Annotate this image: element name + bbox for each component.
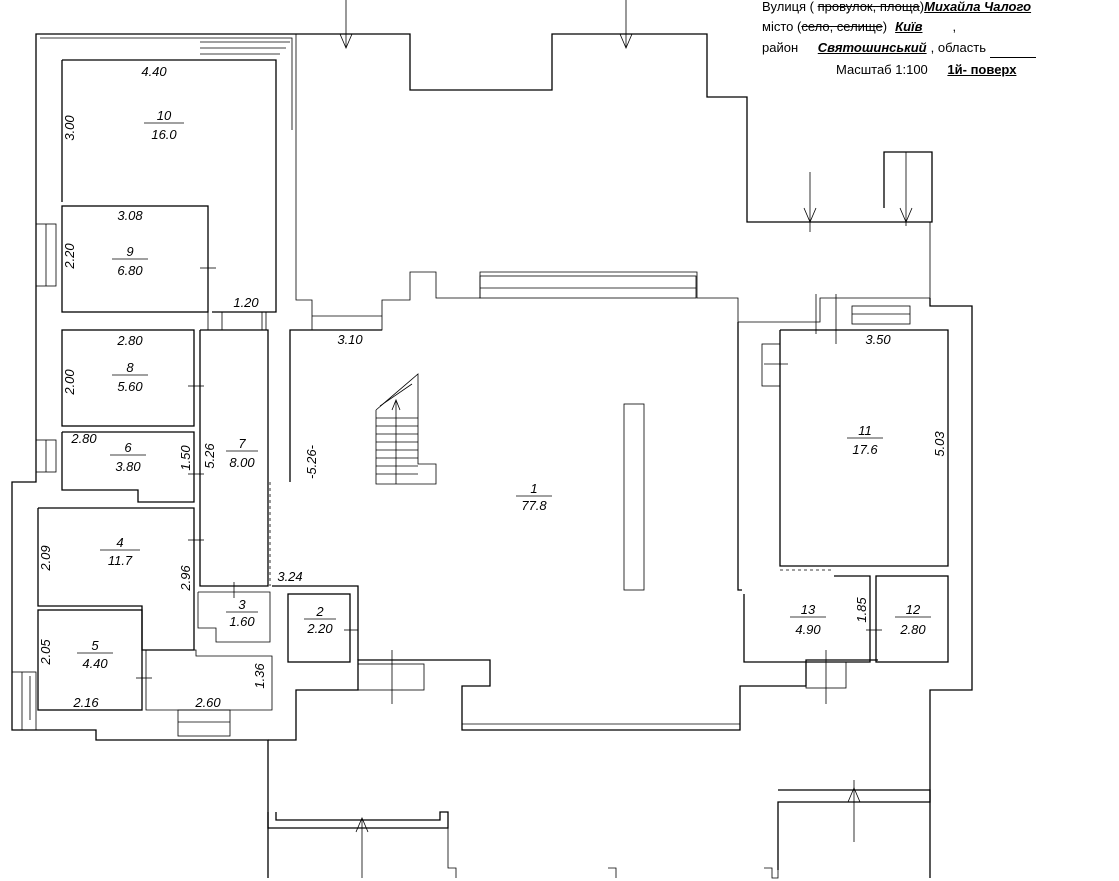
room-area: 3.80	[115, 459, 141, 474]
room-area: 4.90	[795, 622, 821, 637]
room-area: 11.7	[108, 553, 133, 568]
street-value: Михайла Чалого	[924, 0, 1032, 14]
room-label-3: 31.60	[226, 597, 258, 629]
room-number: 11	[858, 423, 872, 438]
city-line: місто (село, селище) Київ,	[762, 17, 956, 37]
dim-r6-width: 2.80	[70, 431, 97, 446]
openings	[11, 0, 913, 878]
street-close: )	[919, 0, 925, 14]
district-label: район	[762, 40, 799, 55]
dim-r4-width: 2.96	[178, 565, 193, 592]
room-area: 17.6	[852, 442, 878, 457]
room-area: 2.80	[899, 622, 926, 637]
street-label: Вулиця (	[762, 0, 815, 14]
room-walls	[37, 59, 949, 711]
room-area: 16.0	[151, 127, 177, 142]
dim-r10-width: 4.40	[141, 64, 167, 79]
exterior-walls	[11, 33, 973, 879]
city-value: Київ	[895, 19, 923, 34]
room-label-5: 54.40	[77, 638, 113, 671]
room-number: 1	[530, 481, 537, 496]
dim-r10-height: 3.00	[62, 115, 77, 141]
city-comma: ,	[952, 19, 957, 34]
room-number: 2	[315, 604, 324, 619]
room-number: 6	[124, 440, 132, 455]
scale-value: 1:100	[895, 62, 928, 77]
room-number: 3	[238, 597, 246, 612]
dim-r9-height: 2.20	[62, 243, 77, 270]
room-area: 5.60	[117, 379, 143, 394]
room-label-11: 11 17.6	[847, 423, 883, 457]
room-label-10: 10 16.0	[144, 108, 184, 142]
room-area: 4.40	[82, 656, 108, 671]
dim-r8-width: 2.80	[116, 333, 143, 348]
room-number: 4	[116, 535, 123, 550]
dim-r3-top: 3.24	[277, 569, 302, 584]
room-label-8: 85.60	[112, 360, 148, 394]
street-line: Вулиця ( провулок, площа)Михайла Чалого	[762, 0, 1031, 17]
room-number: 10	[157, 108, 172, 123]
dim-r11-height: 5.03	[932, 431, 947, 457]
dim-r13-height: 1.85	[854, 597, 869, 623]
floor-value: 1й- поверх	[947, 62, 1017, 77]
dim-r11-width: 3.50	[865, 332, 891, 347]
district-comma: ,	[930, 40, 935, 55]
dimension-labels: 4.40 3.00 3.08 2.20 1.20 2.80 2.00 2.80 …	[38, 64, 947, 710]
street-struck: провулок, площа	[817, 0, 920, 14]
dim-passage-width: 1.20	[233, 295, 259, 310]
room-number: 7	[238, 436, 246, 451]
room-label-13: 134.90	[790, 602, 826, 637]
room-number: 5	[91, 638, 99, 653]
district-line: район Святошинський, область	[762, 38, 1036, 58]
room-number: 9	[126, 244, 133, 259]
region-blank	[989, 43, 1036, 58]
room-area: 2.20	[306, 621, 333, 636]
room-label-12: 122.80	[895, 602, 931, 637]
region-label: область	[937, 40, 986, 55]
dim-r1-left-height: -5.26-	[304, 444, 319, 479]
room-area: 6.80	[117, 263, 143, 278]
city-close: )	[882, 19, 888, 34]
dim-r8-height: 2.00	[62, 369, 77, 396]
city-label: місто (	[762, 19, 802, 34]
room-label-2: 22.20	[304, 604, 336, 636]
dim-r4-height: 2.09	[38, 545, 53, 571]
room-area: 8.00	[229, 455, 255, 470]
room-label-4: 411.7	[100, 535, 140, 568]
dim-r6-height: 1.50	[178, 445, 193, 471]
room-label-7: 78.00	[226, 436, 258, 470]
room-label-1: 177.8	[516, 481, 552, 513]
scale-line: Масштаб 1:100 1й- поверх	[836, 60, 1016, 80]
dim-r7-height: 5.26	[202, 443, 217, 469]
dim-south-wing-height: 1.36	[252, 663, 267, 689]
room-area: 1.60	[229, 614, 255, 629]
scale-label: Масштаб	[836, 62, 892, 77]
room-number: 12	[906, 602, 921, 617]
room-labels: 177.8 22.20 31.60 411.7 54.40 63.80 78.0…	[77, 108, 931, 671]
room-number: 13	[801, 602, 816, 617]
dim-south-wing-width: 2.60	[194, 695, 221, 710]
dim-r9-width: 3.08	[117, 208, 143, 223]
dim-r1-left-top: 3.10	[337, 332, 363, 347]
city-struck: село, селище	[801, 19, 883, 34]
dim-r5-width: 2.16	[72, 695, 99, 710]
room-number: 8	[126, 360, 134, 375]
room-area: 77.8	[521, 498, 547, 513]
room-label-9: 96.80	[112, 244, 148, 278]
room-label-6: 63.80	[110, 440, 146, 474]
district-value: Святошинський	[817, 40, 927, 55]
dim-r5-height: 2.05	[38, 639, 53, 666]
